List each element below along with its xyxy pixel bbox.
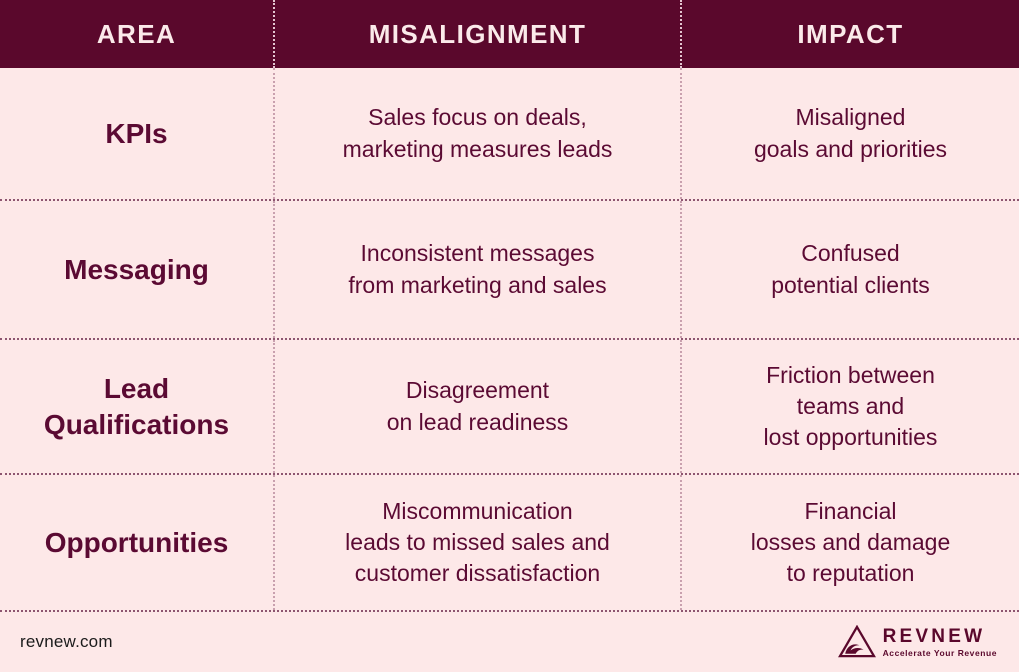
cell-line: Qualifications [43,408,230,440]
cell-area: Messaging [64,253,209,285]
cell-area: KPIs [105,117,168,149]
table-row: Messaging Inconsistent messages from mar… [0,201,1019,340]
footer: revnew.com REVNEW Accelerate Your Revenu… [0,612,1019,672]
table-row: KPIs Sales focus on deals, marketing mea… [0,68,1019,201]
site-url: revnew.com [20,632,113,651]
cell-line: losses and damage [750,528,951,555]
logo-wordmark: REVNEW [882,625,986,647]
logo-text-group: REVNEW Accelerate Your Revenue [883,627,997,658]
cell-impact: Friction between teams and lost opportun… [680,340,1019,473]
cell-line: Inconsistent messages [360,240,595,267]
cell-line: Confused [801,240,900,267]
cell-line: teams and [796,392,905,419]
cell-line: goals and priorities [753,135,948,162]
cell-line: Friction between [766,361,935,388]
cell-area: Opportunities [44,526,229,558]
cell-misalignment: Miscommunication leads to missed sales a… [273,475,680,610]
table-row: Opportunities Miscommunication leads to … [0,475,1019,612]
cell-misalignment: Inconsistent messages from marketing and… [273,201,680,338]
cell-impact: Confused potential clients [680,201,1019,338]
comparison-table: AREA MISALIGNMENT IMPACT KPIs Sales focu… [0,0,1019,612]
cell-line: Lead [103,372,170,404]
column-header-area: AREA [96,18,177,49]
cell-line: marketing measures leads [342,135,613,162]
cell-line: potential clients [771,271,930,298]
cell-impact: Financial losses and damage to reputatio… [680,475,1019,610]
cell-line: Miscommunication [382,497,573,524]
cell-line: Disagreement [405,377,550,404]
column-header-impact: IMPACT [680,0,1019,68]
cell-line: Financial [804,497,897,524]
cell-line: from marketing and sales [348,271,607,298]
cell-line: Sales focus on deals, [368,104,587,131]
cell-impact: Misaligned goals and priorities [680,68,1019,199]
cell-misalignment: Sales focus on deals, marketing measures… [273,68,680,199]
cell-line: customer dissatisfaction [354,560,601,587]
table-row: Lead Qualifications Disagreement on lead… [0,340,1019,475]
cell-line: to reputation [786,560,915,587]
table-header-row: AREA MISALIGNMENT IMPACT [0,0,1019,68]
logo-tagline: Accelerate Your Revenue [882,647,997,658]
cell-line: lost opportunities [763,424,938,451]
column-header-misalignment: MISALIGNMENT [273,0,680,68]
cell-misalignment: Disagreement on lead readiness [273,340,680,473]
cell-area: Lead Qualifications [0,340,273,473]
triangle-wave-logo-icon [837,624,876,659]
cell-line: on lead readiness [386,408,569,435]
cell-line: leads to missed sales and [345,528,610,555]
revnew-logo: REVNEW Accelerate Your Revenue [837,624,997,659]
cell-line: Misaligned [795,104,906,131]
